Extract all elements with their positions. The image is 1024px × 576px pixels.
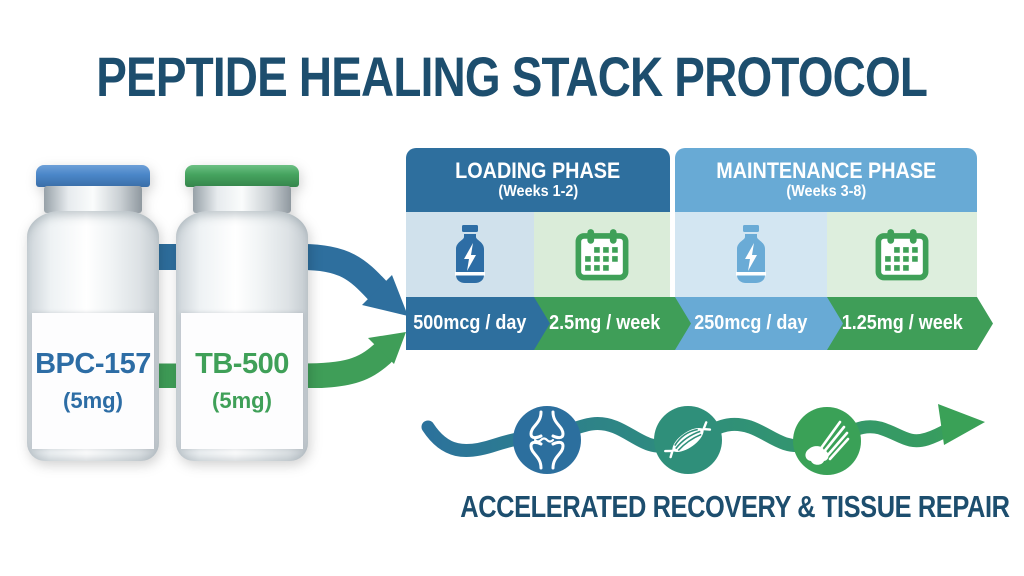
vial-glass: BPC-157 (5mg) [27,211,159,461]
dose-label: 250mcg / day [694,312,808,334]
maintenance-weekly-cell [827,212,977,297]
vial-name: BPC-157 [35,348,151,380]
loading-phase-header: LOADING PHASE (Weeks 1-2) [406,148,670,212]
vial-tb-500: TB-500 (5mg) [176,165,308,461]
vial-bolt-icon [455,224,485,283]
dose-label: 500mcg / day [413,312,527,334]
phase-title: MAINTENANCE PHASE [715,158,937,184]
joint-icon [513,406,581,474]
outcome-label: ACCELERATED RECOVERY & TISSUE REPAIR [460,489,1010,524]
dose-seg-loading-weekly: 2.5mg / week [534,297,691,350]
calendar-icon [875,228,929,280]
arrowhead [938,404,985,445]
vial-bolt-icon [736,224,766,283]
muscle-icon [654,406,722,474]
maintenance-daily-cell [675,212,827,297]
page-title: PEPTIDE HEALING STACK PROTOCOL [96,45,929,108]
vial-glass: TB-500 (5mg) [176,211,308,461]
dose-label: 2.5mg / week [548,312,661,334]
green-ribbon-arrowhead [368,332,406,364]
vial-label: BPC-157 (5mg) [32,313,154,449]
blue-ribbon-arrowhead [362,275,408,316]
maintenance-phase-header: MAINTENANCE PHASE (Weeks 3-8) [675,148,977,212]
loading-weekly-cell [534,212,670,297]
vial-label: TB-500 (5mg) [181,313,303,449]
tendon-icon [793,407,861,475]
vial-cap-blue [36,165,150,187]
loading-daily-cell [406,212,534,297]
phase-weeks: (Weeks 1-2) [498,183,578,201]
vial-collar [193,186,291,213]
vial-collar [44,186,142,213]
vial-dose: (5mg) [212,388,272,413]
vial-dose: (5mg) [63,388,123,413]
dose-seg-loading-daily: 500mcg / day [406,297,550,350]
vial-bpc-157: BPC-157 (5mg) [27,165,159,461]
vial-name: TB-500 [195,348,289,380]
dose-label: 1.25mg / week [841,312,963,334]
dose-seg-maintenance-daily: 250mcg / day [675,297,843,350]
flow-arrow [421,404,985,475]
phase-title: LOADING PHASE [455,158,621,184]
dose-seg-maintenance-weekly: 1.25mg / week [827,297,993,350]
calendar-icon [575,228,629,280]
phase-weeks: (Weeks 3-8) [786,183,866,201]
vial-cap-green [185,165,299,187]
